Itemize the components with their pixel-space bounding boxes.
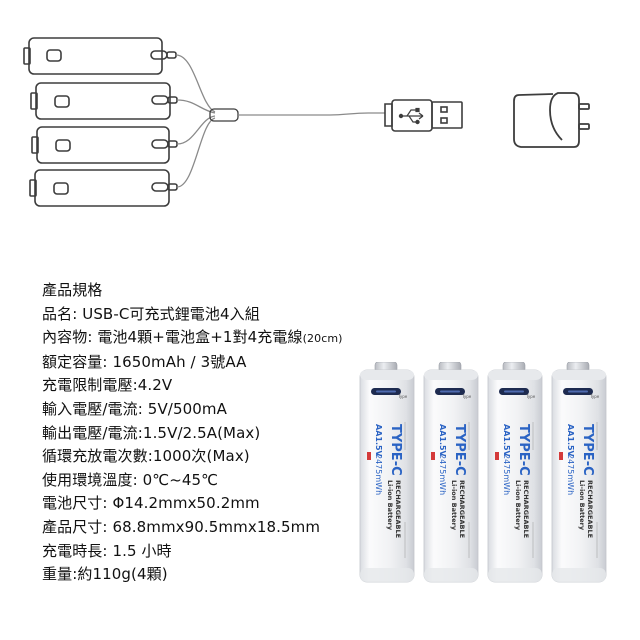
charging-cable-diagram xyxy=(23,37,590,207)
spec-label: 重量 xyxy=(42,565,73,584)
spec-value: 0℃~45℃ xyxy=(142,470,219,489)
spec-value: 5V/500mA xyxy=(147,399,227,418)
battery-line2: Li-ion Battery xyxy=(450,480,458,531)
wall-adapter xyxy=(513,92,590,148)
battery-outline-2 xyxy=(30,82,171,120)
battery-1: Type TYPE-C RECHARGEABLE Li-ion Battery … xyxy=(359,362,415,583)
battery-line1: RECHARGEABLE xyxy=(522,480,530,538)
spec-value: 1650mAh / 3號AA xyxy=(112,352,247,371)
spec-item: 輸入電壓/電流: 5V/500mA xyxy=(42,399,227,418)
battery-line1: RECHARGEABLE xyxy=(458,480,466,538)
battery-energy: 2475mWh xyxy=(502,454,511,495)
battery-energy: 2475mWh xyxy=(566,454,575,495)
battery-line2: Li-ion Battery xyxy=(514,480,522,531)
battery-brand: TYPE-C xyxy=(452,424,467,476)
battery-line1: RECHARGEABLE xyxy=(394,480,402,538)
spec-item: 品名: USB-C可充式鋰電池4入組 xyxy=(42,304,260,323)
usb-c-plug-3 xyxy=(151,139,178,149)
battery-type-label: Type xyxy=(461,394,472,399)
spec-value: Φ14.2mmx50.2mm xyxy=(112,494,260,513)
spec-value: 1.5V/2.5A(Max) xyxy=(142,423,261,442)
battery-energy: 2475mWh xyxy=(438,454,447,495)
usb-c-plug-4 xyxy=(151,182,178,192)
spec-value: USB-C可充式鋰電池4入組 xyxy=(82,304,260,323)
spec-label: 電池尺寸 xyxy=(42,494,103,513)
battery-type-label: Type xyxy=(397,394,408,399)
spec-label: 額定容量 xyxy=(42,352,103,371)
spec-item: 使用環境溫度: 0℃~45℃ xyxy=(42,470,219,489)
battery-model: AA1.5V xyxy=(566,424,575,458)
spec-item: 充電限制電壓:4.2V xyxy=(42,376,173,395)
spec-label: 充電限制電壓 xyxy=(42,376,133,395)
usb-c-plug-1 xyxy=(150,50,177,60)
spec-item: 電池尺寸: Φ14.2mmx50.2mm xyxy=(42,494,260,513)
battery-brand: TYPE-C xyxy=(388,424,403,476)
spec-value: 電池4顆+電池盒+1對4充電線 xyxy=(97,328,303,347)
battery-3: Type TYPE-C RECHARGEABLE Li-ion Battery … xyxy=(487,362,543,583)
battery-outline-4 xyxy=(29,169,170,207)
spec-item: 內容物: 電池4顆+電池盒+1對4充電線(20cm) xyxy=(42,328,343,347)
spec-label: 輸入電壓/電流 xyxy=(42,399,138,418)
battery-type-label: Type xyxy=(525,394,536,399)
spec-item: 輸出電壓/電流:1.5V/2.5A(Max) xyxy=(42,423,261,442)
battery-line2: Li-ion Battery xyxy=(386,480,394,531)
spec-value: 4.2V xyxy=(137,376,173,395)
spec-value: 約110g(4顆) xyxy=(77,565,168,584)
spec-label: 使用環境溫度 xyxy=(42,470,133,489)
spec-item: 重量:約110g(4顆) xyxy=(42,565,168,584)
product-spec-list: 產品規格 品名: USB-C可充式鋰電池4入組 內容物: 電池4顆+電池盒+1對… xyxy=(42,279,343,587)
spec-label: 輸出電壓/電流 xyxy=(42,423,138,442)
battery-energy: 2475mWh xyxy=(374,454,383,495)
battery-brand: TYPE-C xyxy=(580,424,595,476)
spec-item: 循環充放電次數:1000次(Max) xyxy=(42,447,250,466)
spec-heading: 產品規格 xyxy=(42,281,103,299)
spec-value: 1000次(Max) xyxy=(152,447,250,466)
battery-4: Type TYPE-C RECHARGEABLE Li-ion Battery … xyxy=(551,362,607,583)
cable-wires xyxy=(175,54,385,188)
battery-model: AA1.5V xyxy=(502,424,511,458)
battery-2: Type TYPE-C RECHARGEABLE Li-ion Battery … xyxy=(423,362,479,583)
spec-label: 品名 xyxy=(42,304,73,323)
spec-label: 產品尺寸 xyxy=(42,517,103,536)
battery-product-group: Type TYPE-C RECHARGEABLE Li-ion Battery … xyxy=(359,362,607,583)
usb-c-plug-2 xyxy=(151,95,178,105)
usb-trident-icon xyxy=(398,107,424,125)
spec-item: 充電時長: 1.5 小時 xyxy=(42,541,172,560)
battery-line1: RECHARGEABLE xyxy=(586,480,594,538)
battery-line2: Li-ion Battery xyxy=(578,480,586,531)
battery-outline-3 xyxy=(31,126,170,164)
battery-brand: TYPE-C xyxy=(516,424,531,476)
spec-item: 產品尺寸: 68.8mmx90.5mmx18.5mm xyxy=(42,517,321,536)
spec-label: 充電時長 xyxy=(42,541,103,560)
spec-label: 循環充放電次數 xyxy=(42,447,148,466)
battery-model: AA1.5V xyxy=(374,424,383,458)
battery-model: AA1.5V xyxy=(438,424,447,458)
spec-item: 額定容量: 1650mAh / 3號AA xyxy=(42,352,247,371)
battery-type-label: Type xyxy=(589,394,600,399)
usb-a-plug xyxy=(384,99,463,132)
spec-note: (20cm) xyxy=(302,332,343,346)
spec-value: 68.8mmx90.5mmx18.5mm xyxy=(112,517,321,536)
battery-outline-1 xyxy=(23,37,163,75)
spec-label: 內容物 xyxy=(42,328,88,347)
spec-value: 1.5 小時 xyxy=(112,541,172,560)
